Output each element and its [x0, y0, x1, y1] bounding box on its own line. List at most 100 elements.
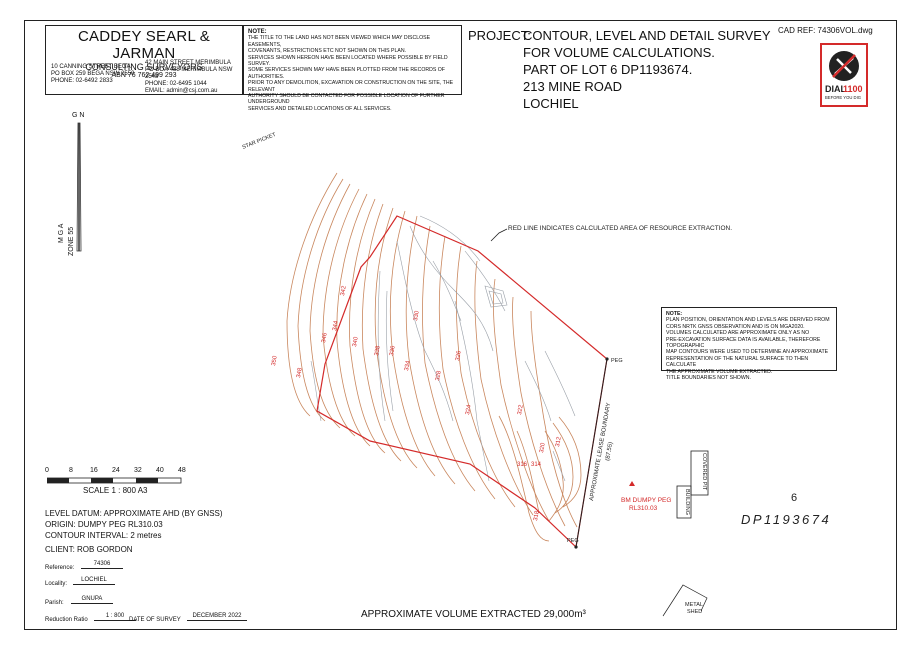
reference-label: Reference: [45, 565, 75, 571]
position-note-line: THE APPROXIMATE VOLUME EXTRACTED. [666, 368, 773, 375]
note-line: SERVICES AND DETAILED LOCATIONS OF ALL S… [248, 105, 392, 112]
building-outline [676, 485, 692, 519]
contour-label: 346 [321, 332, 329, 344]
contour-label: 348 [296, 367, 304, 379]
peg-marker-icon [574, 545, 578, 549]
reference-value: 74306 [81, 561, 123, 569]
client: CLIENT: ROB GORDON [45, 545, 133, 554]
red-line-note: RED LINE INDICATES CALCULATED AREA OF RE… [508, 225, 732, 232]
contour-label: 334 [404, 360, 412, 372]
lot-number: 6 [791, 492, 797, 504]
position-note-line: VOLUMES CALCULATED ARE APPROXIMATE ONLY … [666, 330, 810, 337]
office1-line: 10 CANNING STREET BEGA [51, 64, 131, 70]
dial-tagline: BEFORE YOU DIG [825, 95, 861, 100]
contour-label: 344 [332, 320, 340, 332]
scale-tick-label: 0 [45, 467, 49, 474]
scale-bar: 0 8 16 24 32 40 48 SCALE 1 : 800 A3 [43, 467, 193, 497]
contour-interval: CONTOUR INTERVAL: 2 metres [45, 531, 162, 540]
extraction-area-boundary [316, 215, 608, 549]
level-datum: LEVEL DATUM: APPROXIMATE AHD (BY GNSS) [45, 509, 223, 518]
contour-label: 314 [531, 462, 542, 468]
dial-text: DIAL [825, 84, 846, 94]
lease-boundary-dimension: (87.55) [605, 442, 614, 462]
firm-name: CADDEY SEARL & JARMAN [77, 28, 210, 62]
scale-tick-label: 16 [90, 467, 98, 474]
contour-label: 312 [555, 436, 563, 448]
reduction-label: Reduction Ratio [45, 617, 88, 623]
position-note-line: TITLE BOUNDARIES NOT SHOWN. [666, 375, 751, 382]
firm-abn: ABN 76 762 499 293 [111, 72, 177, 79]
note-line: SERVICES SHOWN HEREON HAVE BEEN LOCATED … [248, 54, 448, 68]
contour-label: 336 [389, 345, 397, 357]
contour-labels: 342 344 346 340 338 336 334 330 326 328 … [271, 285, 563, 522]
firm-subtitle: CONSULTING SURVEYORS [85, 62, 203, 72]
scale-bar-graphic [47, 477, 182, 484]
note-line: SOME SERVICES SHOWN MAY HAVE BEEN PLOTTE… [248, 67, 445, 80]
position-note-line: PLAN POSITION, ORIENTATION AND LEVELS AR… [666, 317, 830, 324]
covered-pit-outline [690, 450, 709, 496]
metal-shed-label: METAL [685, 602, 703, 608]
contour-label: 318 [533, 510, 541, 522]
lease-boundary-line [575, 358, 608, 548]
firm-office-bega: 10 CANNING STREET BEGA PO BOX 259 BEGA N… [51, 64, 146, 85]
position-note-line: CORS NRTK GNSS OBSERVATION AND IS ON MGA… [666, 323, 805, 330]
scale-tick-label: 48 [178, 467, 186, 474]
scale-tick-label: 8 [69, 467, 73, 474]
dial-logo-graphic: DIAL 1100 BEFORE YOU DIG [825, 51, 863, 100]
office2-line: 42 MAIN STREET MERIMBULA [145, 60, 231, 66]
office1-line: PHONE: 02-6492 2833 [51, 78, 113, 84]
benchmark-marker-icon [629, 481, 635, 486]
detail-lines [310, 215, 576, 482]
scale-tick-label: 24 [112, 467, 120, 474]
metal-shed-outline [662, 584, 708, 617]
project-label: PROJECT: [468, 28, 531, 43]
scale-label: SCALE 1 : 800 A3 [83, 486, 148, 495]
star-picket-label: STAR PICKET [242, 132, 278, 151]
contour-label: 326 [455, 350, 463, 362]
position-note-line: MAP CONTOURS WERE USED TO DETERMINE AN A… [666, 349, 829, 356]
firm-office-merimbula: 42 MAIN STREET MERIMBULA PO BOX 488 MERI… [145, 60, 245, 95]
site-plan-drawing: STAR PICKET RED LINE INDICATES CALCULATE… [242, 132, 831, 617]
contour-label: 322 [517, 404, 525, 416]
scale-tick-label: 40 [156, 467, 164, 474]
north-arrow-icon [76, 122, 82, 252]
position-note-line: REPRESENTATION OF THE NATURAL SURFACE TO… [666, 355, 809, 369]
prohibition-slash-icon [832, 54, 856, 78]
benchmark-rl: RL310.03 [629, 505, 658, 512]
survey-date-value: DECEMBER 2022 [187, 613, 247, 621]
note-line: PRIOR TO ANY DEMOLITION, EXCAVATION OR C… [248, 80, 454, 93]
locality-value: LOCHIEL [73, 577, 115, 585]
peg-label: PEG [567, 538, 579, 544]
dp-number: DP1193674 [741, 512, 831, 527]
contour-label: 320 [539, 442, 547, 454]
datum-origin: ORIGIN: DUMPY PEG RL310.03 [45, 520, 163, 529]
project-line: FOR VOLUME CALCULATIONS. [523, 45, 715, 60]
project-line: PART OF LOT 6 DP1193674. [523, 62, 693, 77]
contour-label: 328 [435, 370, 443, 382]
benchmark-label: BM DUMPY PEG [621, 497, 671, 504]
firm-title-block: CADDEY SEARL & JARMAN CONSULTING SURVEYO… [45, 25, 243, 95]
project-description: CONTOUR, LEVEL AND DETAIL SURVEY FOR VOL… [523, 27, 783, 112]
office2-line: PHONE: 02-6495 1044 [145, 81, 207, 87]
note-line: THE TITLE TO THE LAND HAS NOT BEEN VIEWE… [248, 35, 431, 48]
peg-label: PEG [611, 358, 623, 364]
position-note: NOTE: PLAN POSITION, ORIENTATION AND LEV… [661, 307, 837, 381]
survey-date-label: DATE OF SURVEY [129, 617, 181, 623]
contour-label: 324 [465, 404, 473, 416]
note-line: AUTHORITY SHOULD BE CONTACTED FOR POSSIB… [248, 93, 445, 106]
project-line: CONTOUR, LEVEL AND DETAIL SURVEY [523, 28, 771, 43]
project-line: 213 MINE ROAD [523, 79, 622, 94]
contour-label: 350 [271, 355, 279, 367]
locality-label: Locality: [45, 581, 68, 587]
dial-number: 1100 [843, 84, 863, 94]
volume-extracted: APPROXIMATE VOLUME EXTRACTED 29,000m³ [361, 609, 586, 620]
parish-label: Parish: [45, 600, 64, 606]
services-note: NOTE: THE TITLE TO THE LAND HAS NOT BEEN… [243, 25, 462, 112]
office2-line: EMAIL: admin@csj.com.au [145, 88, 218, 94]
contour-label: 330 [413, 310, 421, 322]
reduction-value: 1 : 800 [94, 613, 136, 621]
contour-lines [286, 172, 582, 542]
office1-line: PO BOX 259 BEGA NSW 2550 [51, 71, 135, 77]
parish-value: GNUPA [71, 596, 113, 604]
drawing-sheet: CADDEY SEARL & JARMAN CONSULTING SURVEYO… [24, 20, 897, 630]
